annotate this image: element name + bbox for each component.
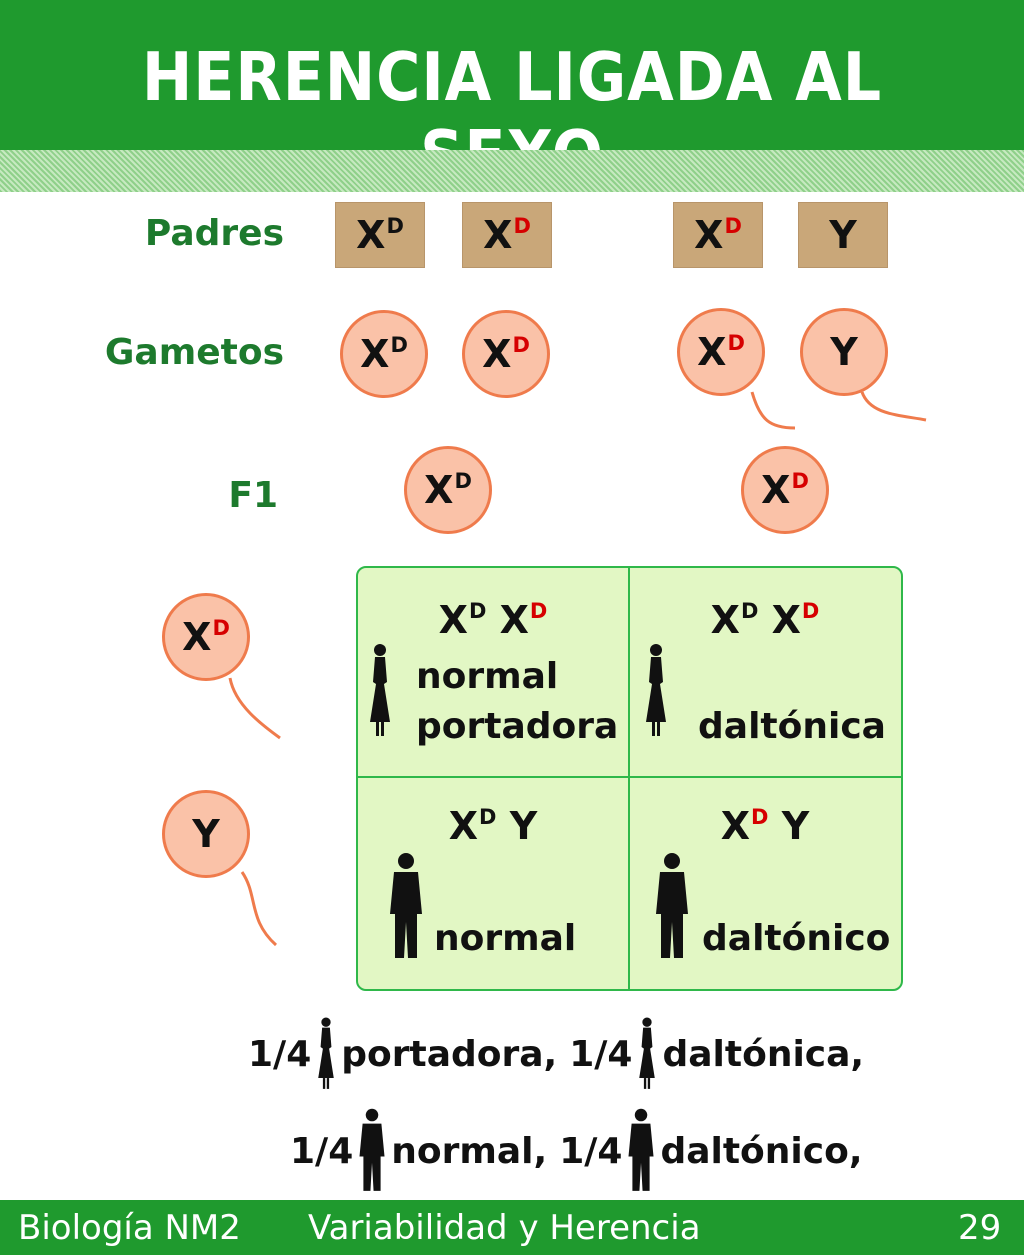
punnett-divider-horizontal bbox=[358, 776, 901, 778]
fraction-label: 1/4 bbox=[290, 1130, 354, 1172]
punnett-cell-colorblind-male: XD Y daltónico bbox=[630, 778, 900, 988]
header-bar: HERENCIA LIGADA AL SEXO bbox=[0, 0, 1024, 194]
phenotype-label: normal bbox=[434, 918, 577, 959]
allele-label: XD bbox=[482, 332, 530, 376]
parent-allele-mother-2: XD bbox=[462, 202, 552, 268]
summary-phenotype: daltónica, bbox=[662, 1033, 865, 1075]
gamete-father-x: XD bbox=[677, 308, 765, 396]
row-label-gametos: Gametos bbox=[104, 332, 284, 373]
allele-label: Y bbox=[830, 330, 858, 374]
allele-label: XD bbox=[483, 213, 531, 257]
gamete-mother-1: XD bbox=[340, 310, 428, 398]
allele-label: Y bbox=[829, 213, 857, 257]
female-figure-icon bbox=[646, 644, 666, 736]
parent-allele-mother-1: XD bbox=[335, 202, 425, 268]
male-figure-icon bbox=[390, 853, 422, 958]
genotype-label: XD Y bbox=[448, 804, 538, 848]
summary-phenotype: normal, bbox=[391, 1130, 548, 1172]
gamete-mother-2: XD bbox=[462, 310, 550, 398]
footer-course: Biología NM2 bbox=[18, 1208, 241, 1248]
allele-label: XD bbox=[697, 330, 745, 374]
summary-line-male: 1/4 normal, 1/4 daltónico, bbox=[290, 1108, 863, 1194]
punnett-cell-normal-carrier: XD XD normal portadora bbox=[358, 568, 628, 778]
parent-allele-father-y: Y bbox=[798, 202, 888, 268]
header-pattern-band bbox=[0, 150, 1024, 192]
allele-label: Y bbox=[192, 812, 220, 856]
punnett-square: XD XD normal portadora XD XD daltónica X… bbox=[356, 566, 903, 991]
female-figure-icon bbox=[318, 1017, 335, 1089]
genotype-label: XD Y bbox=[720, 804, 810, 848]
punnett-cell-colorblind-female: XD XD daltónica bbox=[630, 568, 900, 778]
footer-unit: Variabilidad y Herencia bbox=[308, 1208, 701, 1248]
allele-label: XD bbox=[360, 332, 408, 376]
female-figure-icon bbox=[639, 1017, 656, 1089]
male-figure-icon bbox=[656, 853, 688, 958]
footer-page-number: 29 bbox=[958, 1208, 1002, 1248]
f1-gamete-egg-2: XD bbox=[741, 446, 829, 534]
genotype-label: XD XD bbox=[438, 598, 548, 642]
fraction-label: 1/4 bbox=[559, 1130, 623, 1172]
allele-label: XD bbox=[424, 468, 472, 512]
sperm-gamete-x: XD bbox=[162, 593, 250, 681]
phenotype-label: normal bbox=[416, 656, 559, 697]
footer-bar: Biología NM2 Variabilidad y Herencia 29 bbox=[0, 1200, 1024, 1255]
parent-allele-father-x: XD bbox=[673, 202, 763, 268]
male-figure-icon bbox=[628, 1108, 654, 1191]
genotype-label: XD XD bbox=[710, 598, 820, 642]
row-label-f1: F1 bbox=[228, 475, 278, 516]
male-figure-icon bbox=[359, 1108, 385, 1191]
row-label-padres: Padres bbox=[144, 213, 284, 254]
allele-label: XD bbox=[182, 615, 230, 659]
phenotype-label: portadora bbox=[416, 706, 619, 747]
summary-line-female: 1/4 portadora, 1/4 daltónica, bbox=[248, 1016, 864, 1092]
female-figure-icon bbox=[370, 644, 390, 736]
phenotype-label: daltónico bbox=[702, 918, 891, 959]
phenotype-label: daltónica bbox=[698, 706, 886, 747]
fraction-label: 1/4 bbox=[569, 1033, 633, 1075]
allele-label: XD bbox=[761, 468, 809, 512]
punnett-divider-vertical bbox=[628, 568, 630, 989]
summary-phenotype: portadora, bbox=[341, 1033, 558, 1075]
allele-label: XD bbox=[356, 213, 404, 257]
gamete-father-y: Y bbox=[800, 308, 888, 396]
summary-phenotype: daltónico, bbox=[660, 1130, 863, 1172]
fraction-label: 1/4 bbox=[248, 1033, 312, 1075]
punnett-cell-normal-male: XD Y normal bbox=[358, 778, 628, 988]
f1-gamete-egg-1: XD bbox=[404, 446, 492, 534]
allele-label: XD bbox=[694, 213, 742, 257]
sperm-gamete-y: Y bbox=[162, 790, 250, 878]
